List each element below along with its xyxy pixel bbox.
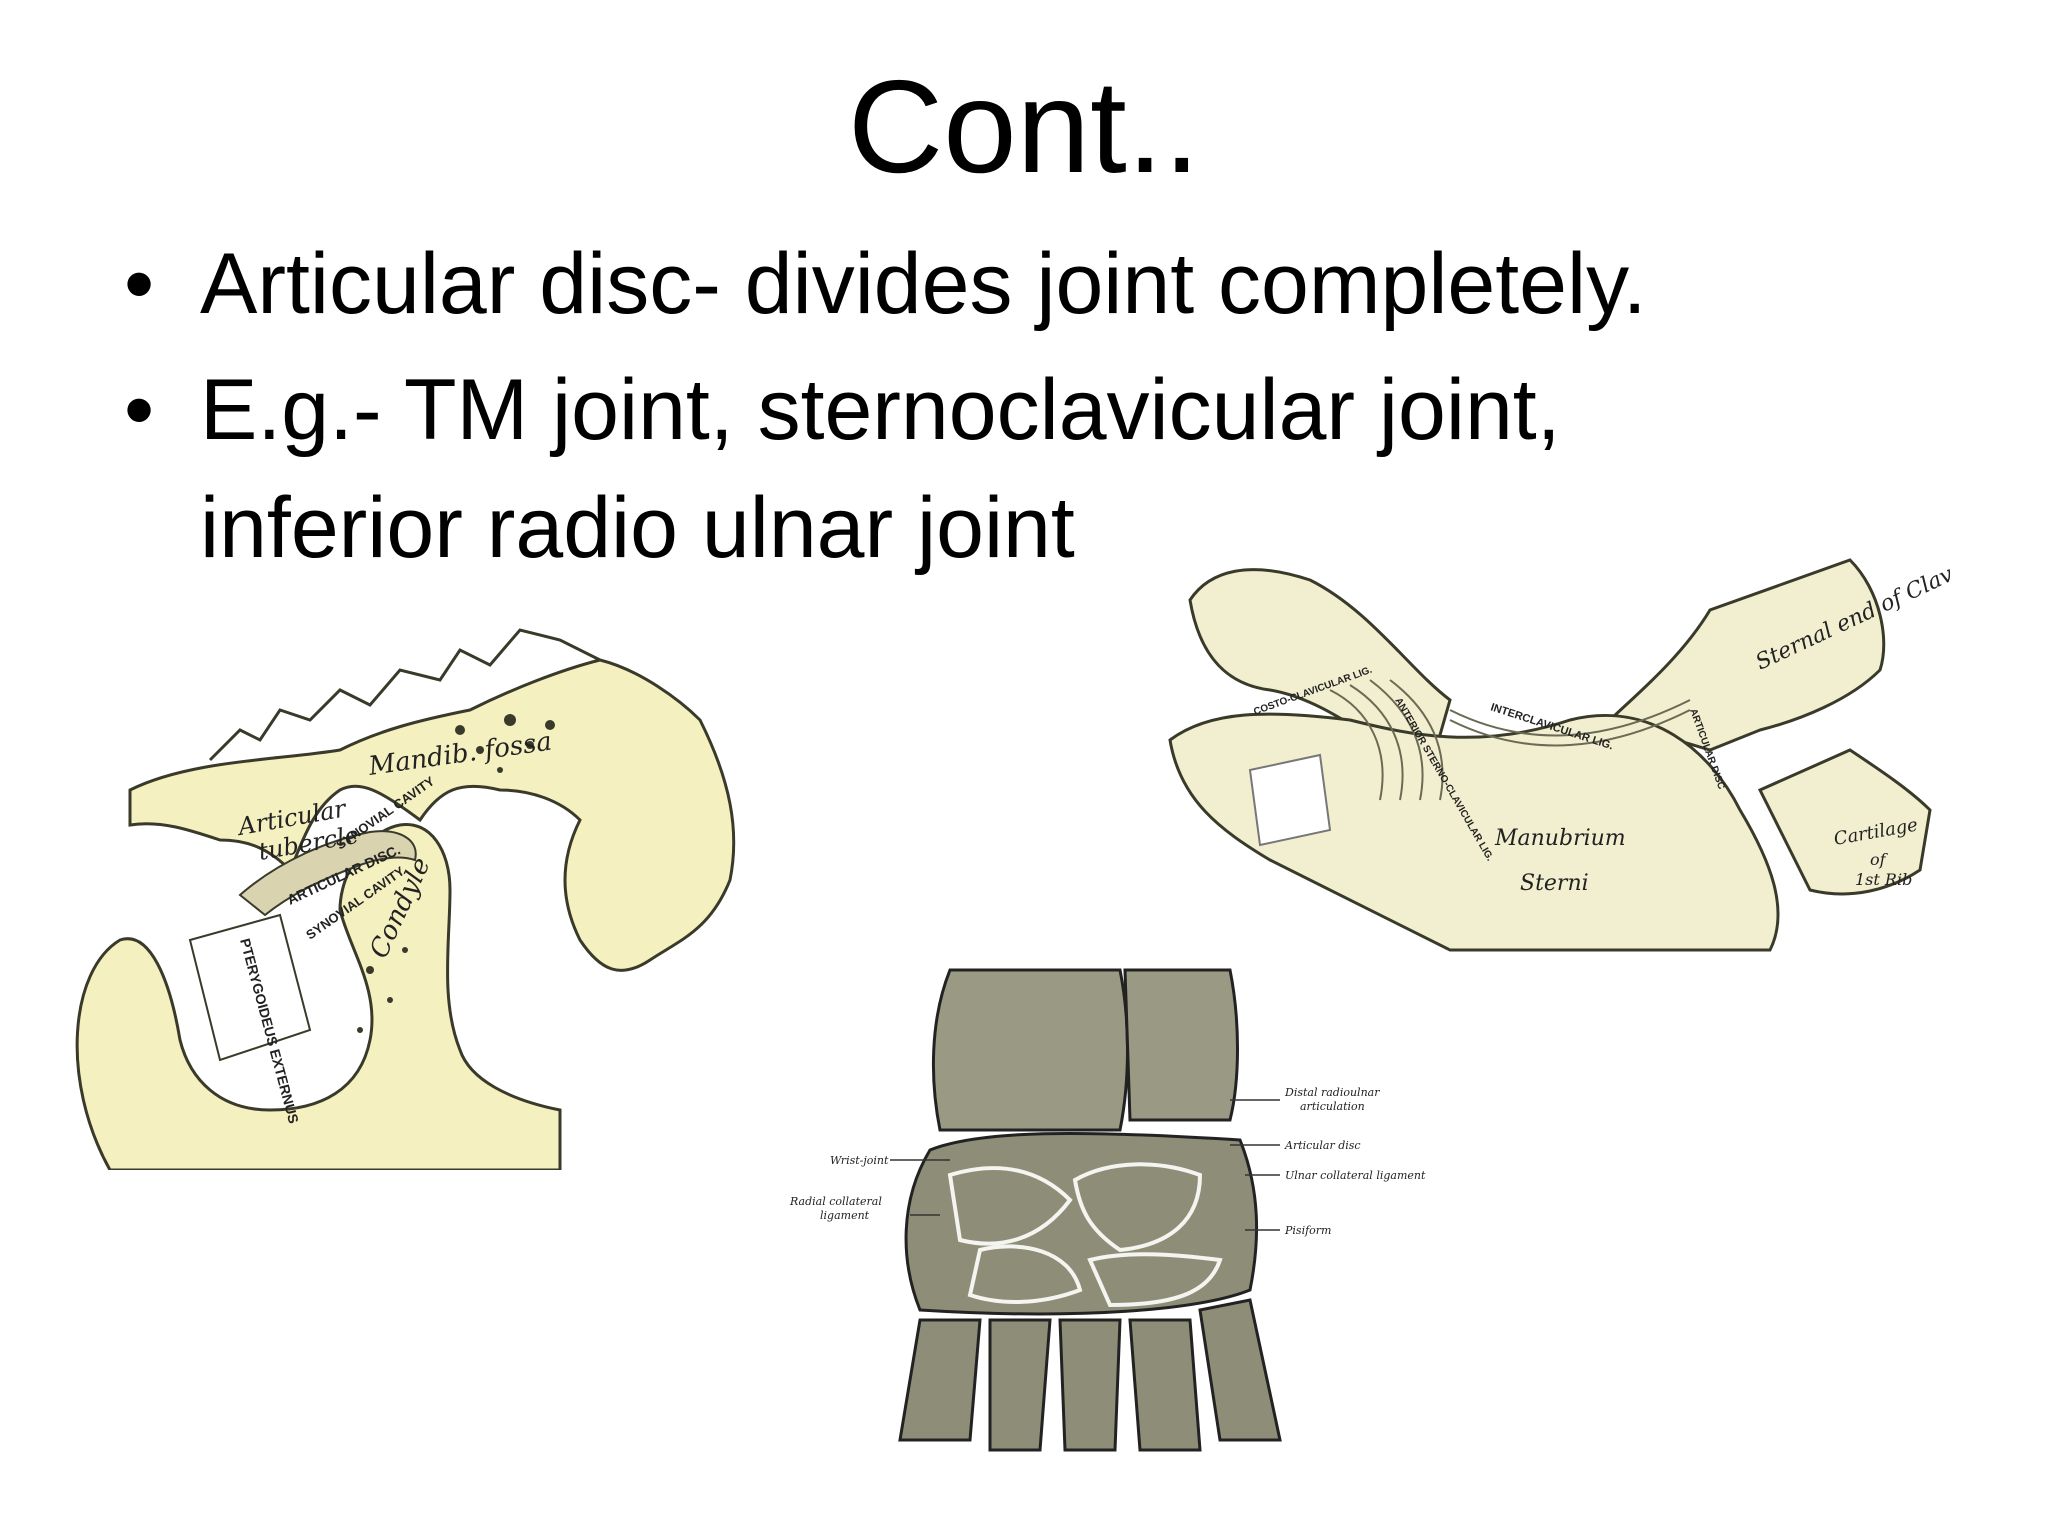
- sternoclavicular-drawing: Sternal end of Clavicle INTERCLAVICULAR …: [1168, 550, 1950, 952]
- ulna-shape: [1123, 968, 1239, 1122]
- label-articular-disc-wrist: Articular disc: [1284, 1139, 1361, 1152]
- label-articulation: articulation: [1300, 1100, 1365, 1113]
- label-cartilage-of: of: [1870, 850, 1889, 869]
- label-pisiform: Pisiform: [1284, 1224, 1331, 1237]
- leader-lines: [890, 1099, 1280, 1231]
- label-sterni: Sterni: [1520, 871, 1589, 896]
- bullet-item: • E.g.- TM joint, sternoclavicular joint,…: [120, 351, 1820, 587]
- metacarpal-shapes: [898, 1298, 1282, 1452]
- rib-cartilage-shape: [1757, 748, 1932, 896]
- pterygoid-muscle-shape: [188, 913, 312, 1062]
- label-radial-collateral: Radial collateral: [789, 1195, 882, 1208]
- mandible-shape: [75, 822, 562, 1170]
- wrist-drawing: Distal radioulnar articulation Articular…: [789, 968, 1426, 1452]
- bullet-list: • Articular disc- divides joint completel…: [120, 225, 1820, 595]
- label-distal-radioulnar: Distal radioulnar: [1284, 1086, 1380, 1099]
- articular-disc-shape: [238, 830, 417, 917]
- carpal-bones-shape: [904, 1131, 1259, 1316]
- slide-title: Cont..: [847, 53, 1201, 200]
- carpal-outlines: [947, 1162, 1223, 1308]
- label-ulnar-collateral: Ulnar collateral ligament: [1285, 1169, 1426, 1182]
- ligament-patch-shape: [1248, 753, 1332, 847]
- bone-speckles: [357, 714, 555, 1033]
- bullet-icon: •: [124, 362, 155, 458]
- label-wrist-joint: Wrist-joint: [830, 1154, 889, 1167]
- label-ligament: ligament: [820, 1209, 870, 1222]
- bullet-text: E.g.- TM joint, sternoclavicular joint, …: [200, 362, 1561, 576]
- sternal-end-clavicle-shape: [1607, 558, 1886, 752]
- bullet-item: • Articular disc- divides joint completel…: [120, 225, 1820, 343]
- bone-edge-shape: [208, 628, 601, 762]
- tm-joint-figure: Mandib. fossa Articular tubercle SYNOVIA…: [40, 610, 870, 1170]
- label-manubrium: Manubrium: [1494, 826, 1626, 851]
- radius-shape: [931, 968, 1129, 1132]
- wrist-figure: Distal radioulnar articulation Articular…: [780, 960, 1480, 1460]
- sternoclavicular-figure: Sternal end of Clavicle INTERCLAVICULAR …: [1150, 550, 1950, 970]
- bullet-text: Articular disc- divides joint completely…: [200, 236, 1647, 332]
- ligament-fibres: [1329, 679, 1691, 801]
- temporal-bone-shape: [128, 658, 736, 972]
- label-first-rib: 1st Rib: [1855, 870, 1912, 889]
- bullet-icon: •: [124, 236, 155, 332]
- tm-joint-drawing: Mandib. fossa Articular tubercle SYNOVIA…: [75, 628, 736, 1170]
